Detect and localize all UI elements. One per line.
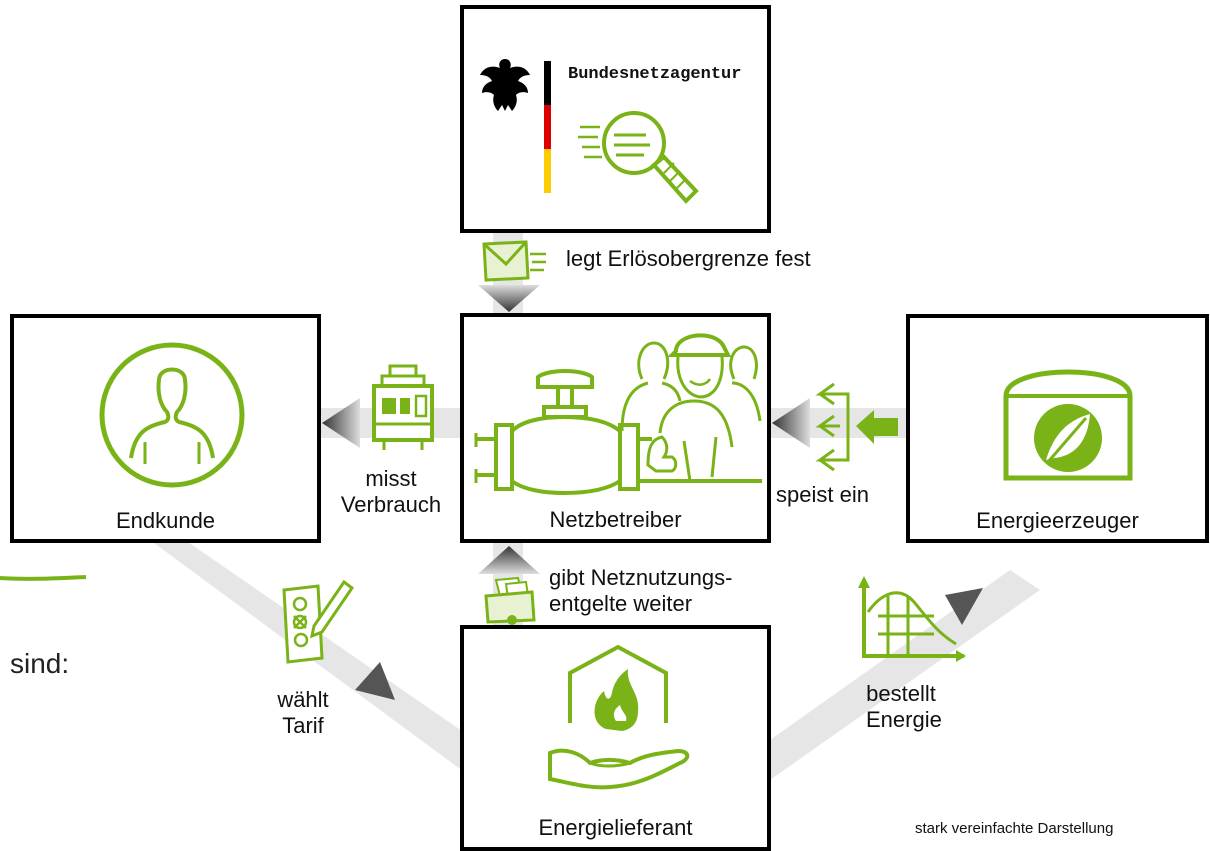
connector-diagonal-right bbox=[770, 570, 1040, 780]
operator-to-customer-label: misst Verbrauch bbox=[326, 466, 456, 518]
person-icon bbox=[99, 342, 245, 488]
leaf-icon bbox=[1003, 369, 1133, 481]
gas-meter-icon bbox=[372, 364, 434, 450]
magnifier-document-icon bbox=[578, 111, 699, 204]
supplier-to-operator-label: gibt Netznutzungs- entgelte weiter bbox=[549, 565, 732, 617]
arrow-down-to-operator bbox=[478, 285, 540, 312]
customer-to-supplier-label: wählt Tarif bbox=[268, 687, 338, 739]
regulator-name: Bundesnetzagentur bbox=[568, 65, 742, 84]
producer-to-operator-label: speist ein bbox=[776, 482, 869, 507]
footnote: stark vereinfachte Darstellung bbox=[915, 820, 1114, 837]
operator-to-customer-line1: misst bbox=[365, 466, 417, 491]
eagle-icon bbox=[480, 59, 530, 111]
envelope-icon bbox=[482, 240, 546, 282]
grid-operator-label: Netzbetreiber bbox=[549, 507, 682, 532]
arrow-to-producer bbox=[945, 588, 983, 625]
operator-to-customer-line2: Verbrauch bbox=[340, 492, 442, 517]
arrow-up-to-operator bbox=[478, 546, 540, 574]
customer-label: Endkunde bbox=[115, 508, 216, 533]
producer-box: Energieerzeuger bbox=[906, 314, 1209, 543]
regulator-to-operator-label: legt Erlösobergrenze fest bbox=[566, 246, 811, 271]
supplier-to-operator-line1: gibt Netznutzungs- bbox=[549, 565, 733, 590]
customer-to-supplier-line2: Tarif bbox=[282, 713, 324, 738]
tariff-form-icon bbox=[282, 579, 355, 664]
energy-chart-icon bbox=[858, 576, 966, 662]
arrow-to-customer bbox=[322, 398, 360, 448]
arrow-to-operator-right bbox=[772, 398, 810, 448]
flag-stripe bbox=[544, 61, 551, 193]
wallet-money-icon bbox=[484, 576, 536, 625]
supplier-to-producer-label: bestellt Energie bbox=[866, 681, 942, 733]
producer-label: Energieerzeuger bbox=[976, 508, 1139, 533]
supplier-label: Energielieferant bbox=[538, 815, 693, 840]
customer-box: Endkunde bbox=[10, 314, 321, 543]
flame-house-hand-icon bbox=[548, 644, 690, 790]
pipe-workers-icon bbox=[474, 333, 762, 496]
supplier-box: Energielieferant bbox=[460, 625, 771, 851]
green-underline-stroke bbox=[0, 575, 87, 581]
grid-operator-box: Netzbetreiber bbox=[460, 313, 771, 543]
arrow-to-supplier bbox=[355, 662, 395, 700]
feed-in-arrows-icon bbox=[815, 382, 898, 472]
side-text: sind: bbox=[10, 648, 70, 679]
supplier-to-producer-line2: Energie bbox=[866, 707, 942, 732]
supplier-to-producer-line1: bestellt bbox=[866, 681, 936, 706]
customer-to-supplier-line1: wählt bbox=[277, 687, 329, 712]
supplier-to-operator-line2: entgelte weiter bbox=[549, 591, 693, 616]
regulator-box: Bundesnetzagentur bbox=[460, 5, 771, 233]
